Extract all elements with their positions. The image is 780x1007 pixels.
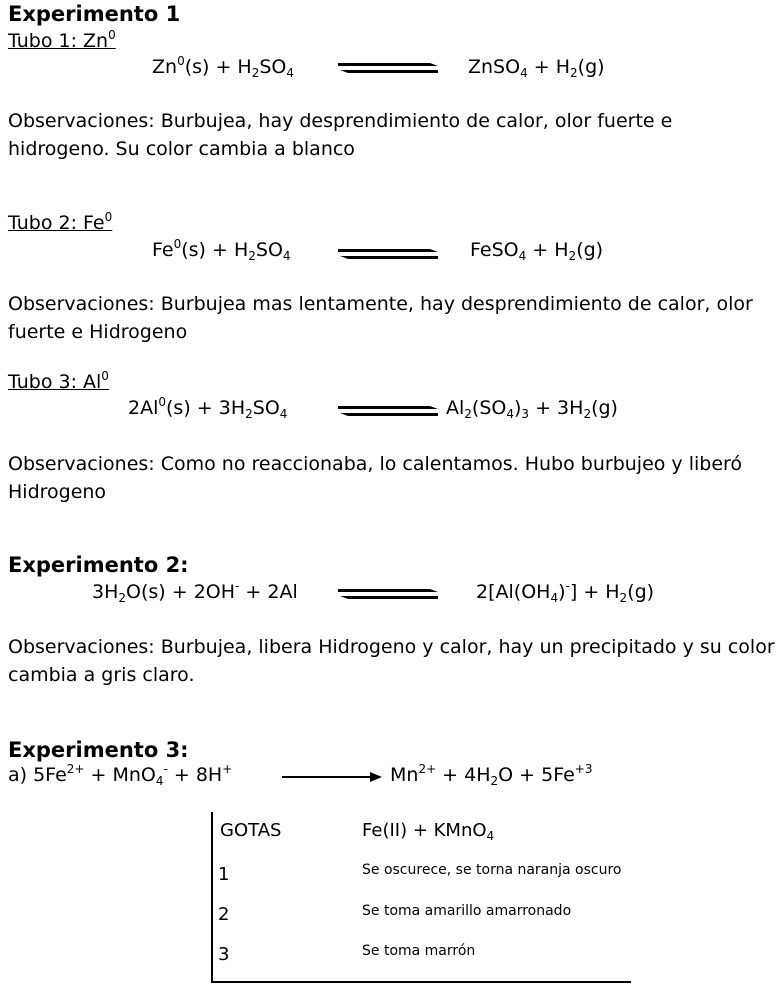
tubo-3-observations: Observaciones: Como no reaccionaba, lo c…	[8, 453, 743, 503]
table-row-1-resultado: Se oscurece, se torna naranja oscuro	[362, 862, 622, 878]
experiment-2-products: 2[Al(OH4)-] + H2(g)	[476, 579, 655, 605]
equilibrium-arrow	[338, 406, 438, 416]
equilibrium-arrow	[338, 249, 438, 259]
tubo-2-products: FeSO4 + H2(g)	[470, 239, 604, 263]
tubo-2-observations: Observaciones: Burbujea mas lentamente, …	[8, 293, 753, 343]
right-arrow	[282, 772, 382, 782]
tubo-3-products: Al2(SO4)3 + 3H2(g)	[446, 397, 618, 421]
experiment-2-observations: Observaciones: Burbujea, libera Hidrogen…	[8, 636, 775, 686]
experiment-1-title: Experimento 1	[8, 2, 181, 26]
tubo-1-observations: Observaciones: Burbujea, hay desprendimi…	[8, 110, 673, 160]
experiment-2-title: Experimento 2:	[8, 553, 189, 577]
table-row-3-resultado: Se toma marrón	[362, 943, 476, 959]
table-row-3-gotas: 3	[218, 944, 230, 965]
tubo-1-reactants: Zn0(s) + H2SO4	[152, 54, 295, 80]
table-header-reagent: Fe(II) + KMnO4	[362, 820, 495, 843]
equilibrium-arrow	[338, 63, 438, 73]
tubo-3-reactants: 2Al0(s) + 3H2SO4	[128, 395, 288, 421]
table-left-border	[211, 812, 213, 982]
tubo-2-label: Tubo 2: Fe0	[8, 210, 113, 234]
table-header-gotas: GOTAS	[220, 820, 282, 841]
tubo-1-products: ZnSO4 + H2(g)	[468, 56, 605, 80]
equilibrium-arrow	[338, 589, 438, 599]
tubo-3-label: Tubo 3: Al0	[8, 369, 109, 393]
table-row-1-gotas: 1	[218, 864, 230, 885]
experiment-3-title: Experimento 3:	[8, 738, 189, 762]
experiment-3-products: Mn2+ + 4H2O + 5Fe+3	[390, 762, 593, 788]
experiment-3-reactants: a) 5Fe2+ + MnO4- + 8H+	[8, 762, 233, 788]
experiment-2-reactants: 3H2O(s) + 2OH- + 2Al	[92, 579, 298, 605]
table-bottom-border	[211, 981, 631, 983]
table-row-2-resultado: Se toma amarillo amarronado	[362, 903, 572, 919]
tubo-2-reactants: Fe0(s) + H2SO4	[152, 237, 291, 263]
tubo-1-label: Tubo 1: Zn0	[8, 28, 116, 52]
table-row-2-gotas: 2	[218, 904, 230, 925]
